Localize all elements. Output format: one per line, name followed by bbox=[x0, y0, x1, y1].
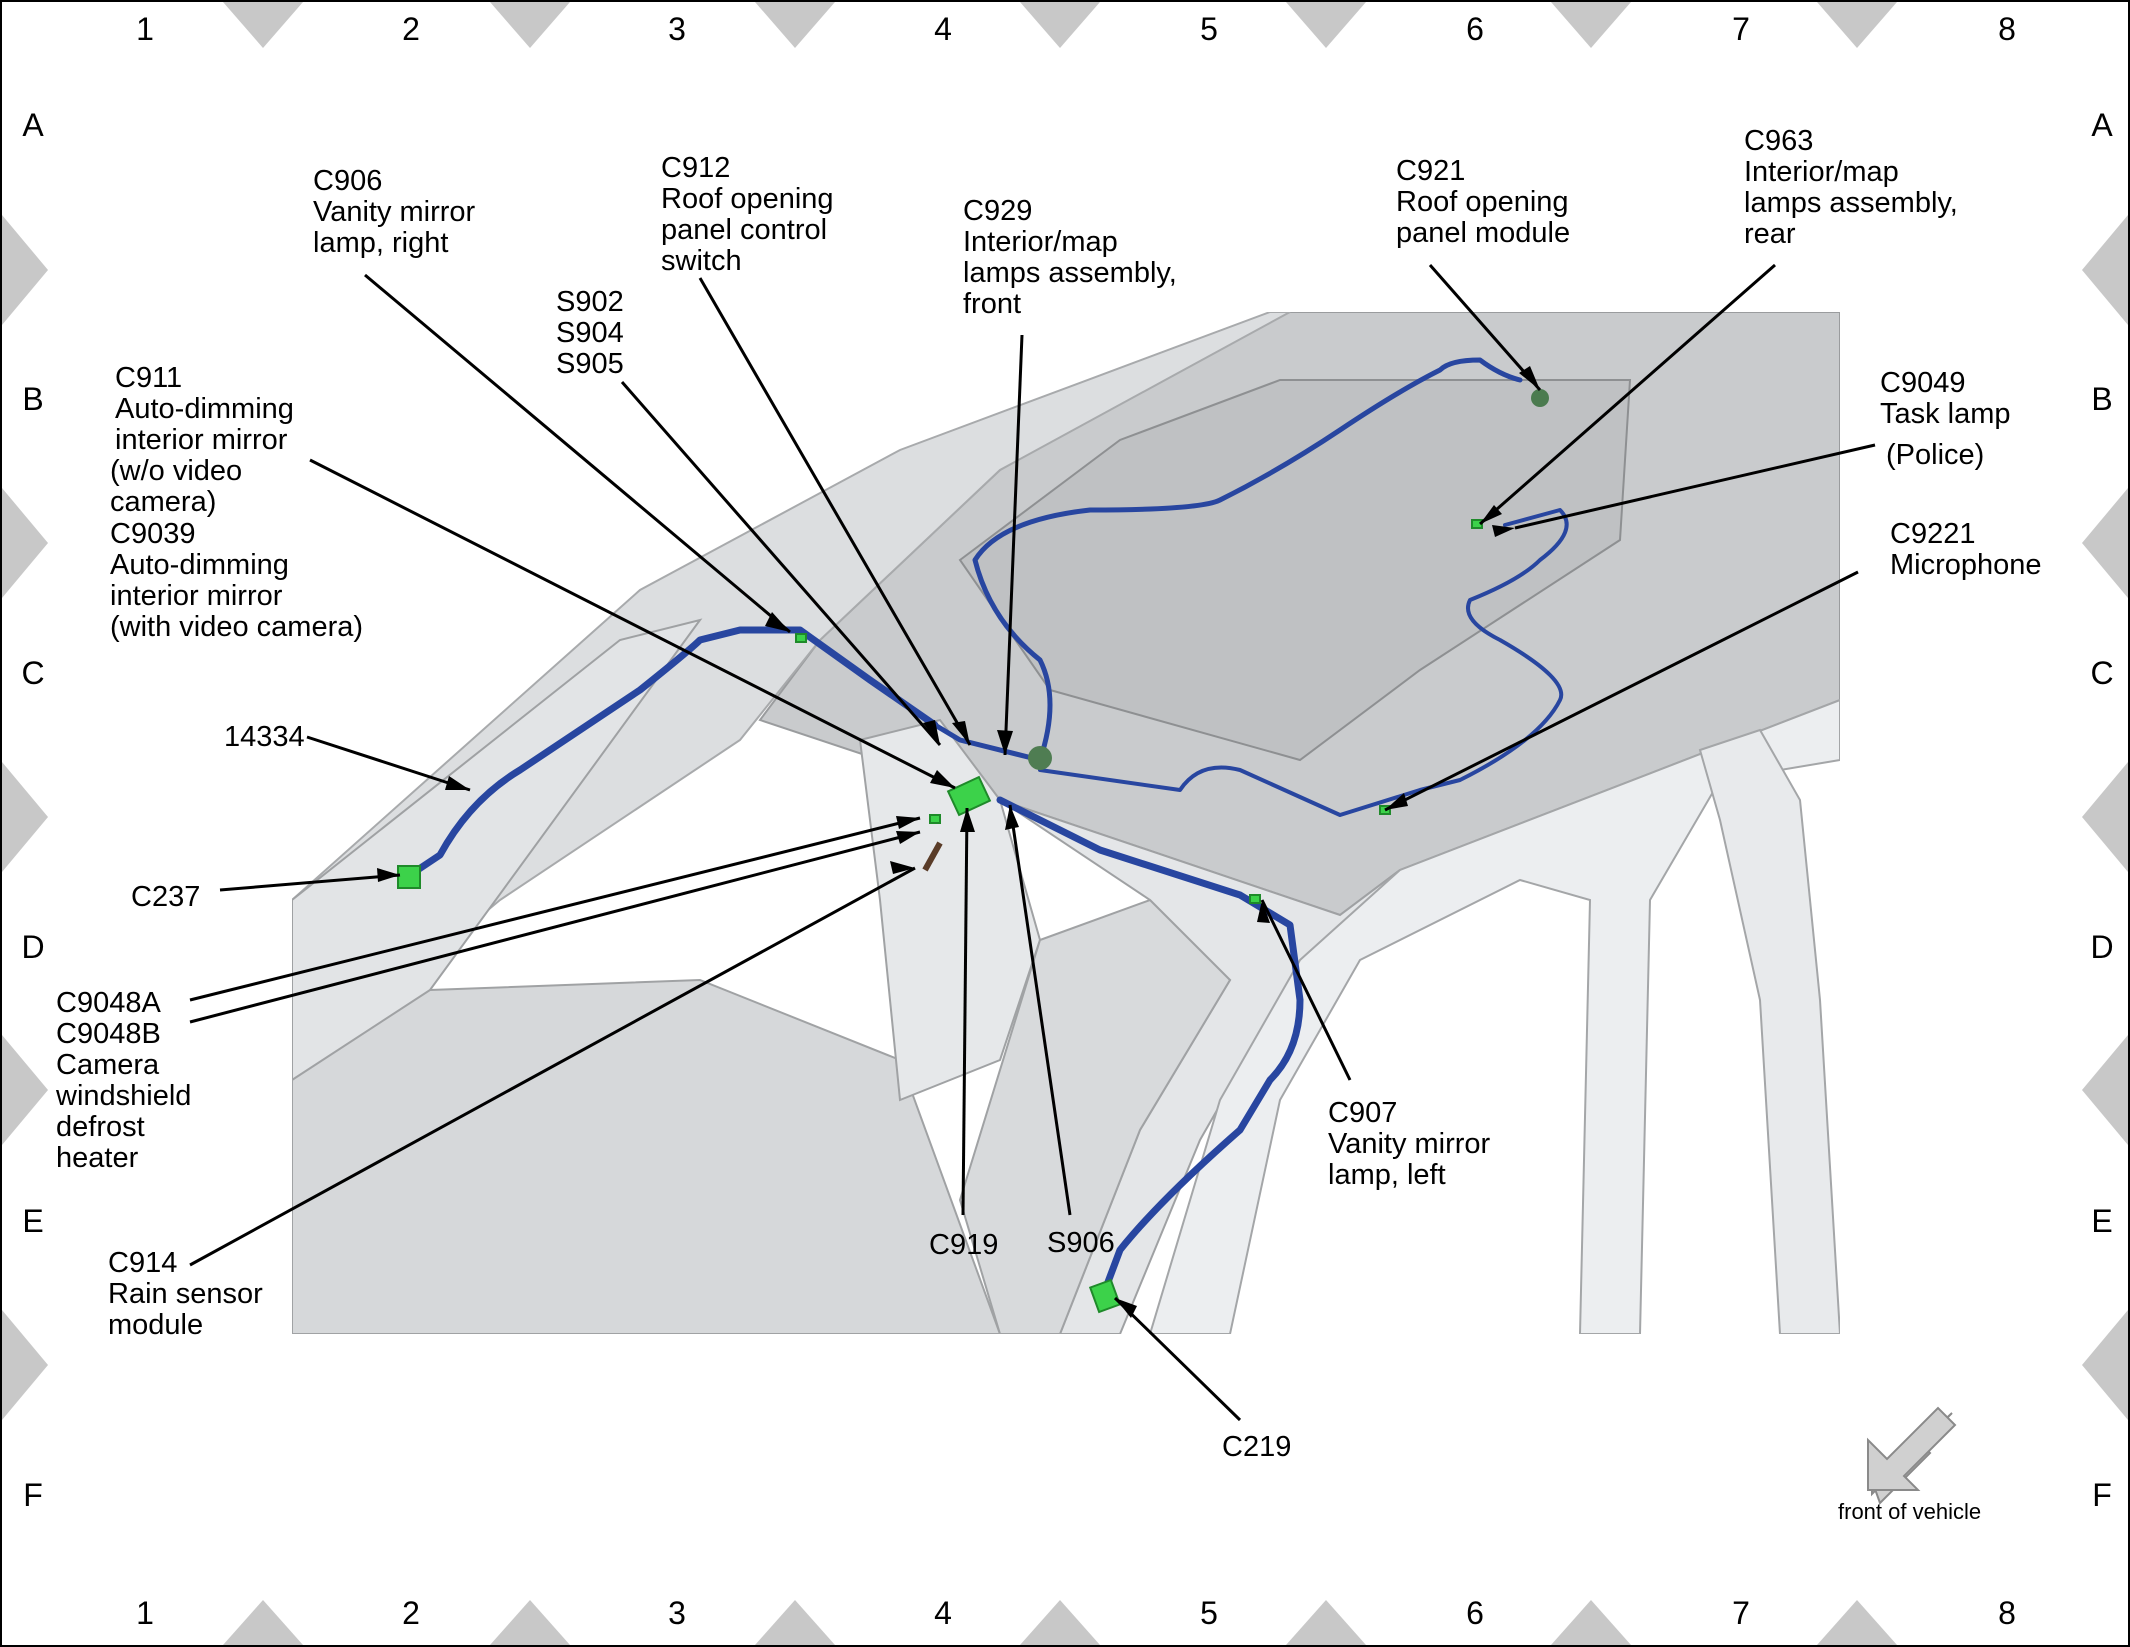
grid-col-6-top: 6 bbox=[1466, 11, 1484, 47]
grid-col-6-bottom: 6 bbox=[1466, 1595, 1484, 1631]
callout-c219: C219 bbox=[1222, 1431, 1291, 1463]
connector-c929 bbox=[1028, 746, 1052, 770]
grid-col-7-top: 7 bbox=[1732, 11, 1750, 47]
grid-col-5-top: 5 bbox=[1200, 11, 1218, 47]
grid-row-e-right: E bbox=[2091, 1203, 2112, 1239]
harness-left-pillar bbox=[996, 796, 1304, 1294]
front-of-vehicle-label: front of vehicle bbox=[1838, 1499, 1981, 1524]
grid-row-c-left: C bbox=[21, 655, 44, 691]
grid-row-a-right: A bbox=[2091, 107, 2113, 143]
callout-c921: C921 Roof opening panel module bbox=[1396, 155, 1577, 249]
grid-col-8-bottom: 8 bbox=[1998, 1595, 2016, 1631]
callout-c914: C914 Rain sensor module bbox=[108, 1247, 271, 1341]
wiring-harness bbox=[406, 357, 1569, 1294]
connector-c921 bbox=[1531, 389, 1549, 407]
grid-col-2-bottom: 2 bbox=[402, 1595, 420, 1631]
door-opening-lower bbox=[958, 898, 1232, 1334]
callout-s902-s904-s905: S902 S904 S905 bbox=[556, 286, 632, 380]
callout-14334: 14334 bbox=[224, 721, 305, 753]
grid-col-2-top: 2 bbox=[402, 11, 420, 47]
callout-c9048: C9048A C9048B Camera windshield defrost … bbox=[55, 987, 199, 1174]
connector-c906 bbox=[795, 633, 807, 643]
front-arrow-body-icon bbox=[1867, 1406, 1957, 1491]
grid-row-e-left: E bbox=[22, 1203, 43, 1239]
grid-row-a-left: A bbox=[22, 107, 44, 143]
grid-col-7-bottom: 7 bbox=[1732, 1595, 1750, 1631]
callout-c929: C929 Interior/map lamps assembly, front bbox=[963, 195, 1185, 320]
harness-a-pillar bbox=[406, 626, 939, 879]
callout-c9221: C9221 Microphone bbox=[1890, 518, 2042, 581]
grid-row-f-right: F bbox=[2092, 1477, 2112, 1513]
grid-row-d-right: D bbox=[2090, 929, 2113, 965]
callout-s906: S906 bbox=[1047, 1227, 1115, 1259]
connector-c219 bbox=[1088, 1278, 1122, 1314]
grid-col-5-bottom: 5 bbox=[1200, 1595, 1218, 1631]
connectors bbox=[397, 519, 1483, 1314]
callout-c9049: C9049 Task lamp (Police) bbox=[1880, 367, 2019, 471]
grid-row-d-left: D bbox=[21, 929, 44, 965]
harness-roof-main bbox=[932, 357, 1523, 763]
grid-row-b-right: B bbox=[2091, 381, 2112, 417]
callout-c963: C963 Interior/map lamps assembly, rear bbox=[1744, 125, 1966, 250]
connector-c907 bbox=[1249, 894, 1261, 904]
grid-col-1-bottom: 1 bbox=[136, 1595, 154, 1631]
callout-c912: C912 Roof opening panel control switch bbox=[661, 152, 842, 277]
connector-c914-lead bbox=[922, 841, 943, 872]
callout-c911-c9039: C911 Auto-dimming interior mirror (w/o v… bbox=[110, 362, 363, 643]
callout-c906: C906 Vanity mirror lamp, right bbox=[313, 165, 483, 259]
b-pillar bbox=[1698, 728, 1840, 1334]
grid-col-4-bottom: 4 bbox=[934, 1595, 952, 1631]
harness-rear-branch bbox=[1038, 508, 1569, 817]
front-of-vehicle-indicator: front of vehicle bbox=[1838, 1406, 1981, 1524]
callout-c237: C237 bbox=[131, 881, 200, 913]
vehicle-body-illustration bbox=[292, 312, 1840, 1334]
grid-row-f-left: F bbox=[23, 1477, 43, 1513]
grid-row-b-left: B bbox=[22, 381, 43, 417]
grid-col-3-bottom: 3 bbox=[668, 1595, 686, 1631]
grid-col-3-top: 3 bbox=[668, 11, 686, 47]
callout-c907: C907 Vanity mirror lamp, left bbox=[1328, 1097, 1498, 1191]
grid-row-c-right: C bbox=[2090, 655, 2113, 691]
connector-c919 bbox=[946, 775, 992, 817]
grid-col-1-top: 1 bbox=[136, 11, 154, 47]
leader-arrowheads bbox=[377, 366, 1540, 1318]
grid-col-8-top: 8 bbox=[1998, 11, 2016, 47]
connector-c9048 bbox=[929, 814, 941, 824]
connector-c237 bbox=[397, 865, 421, 889]
sunroof-opening bbox=[958, 379, 1632, 762]
callout-c919: C919 bbox=[929, 1229, 998, 1261]
leader-lines bbox=[189, 263, 1876, 1422]
grid-col-4-top: 4 bbox=[934, 11, 952, 47]
